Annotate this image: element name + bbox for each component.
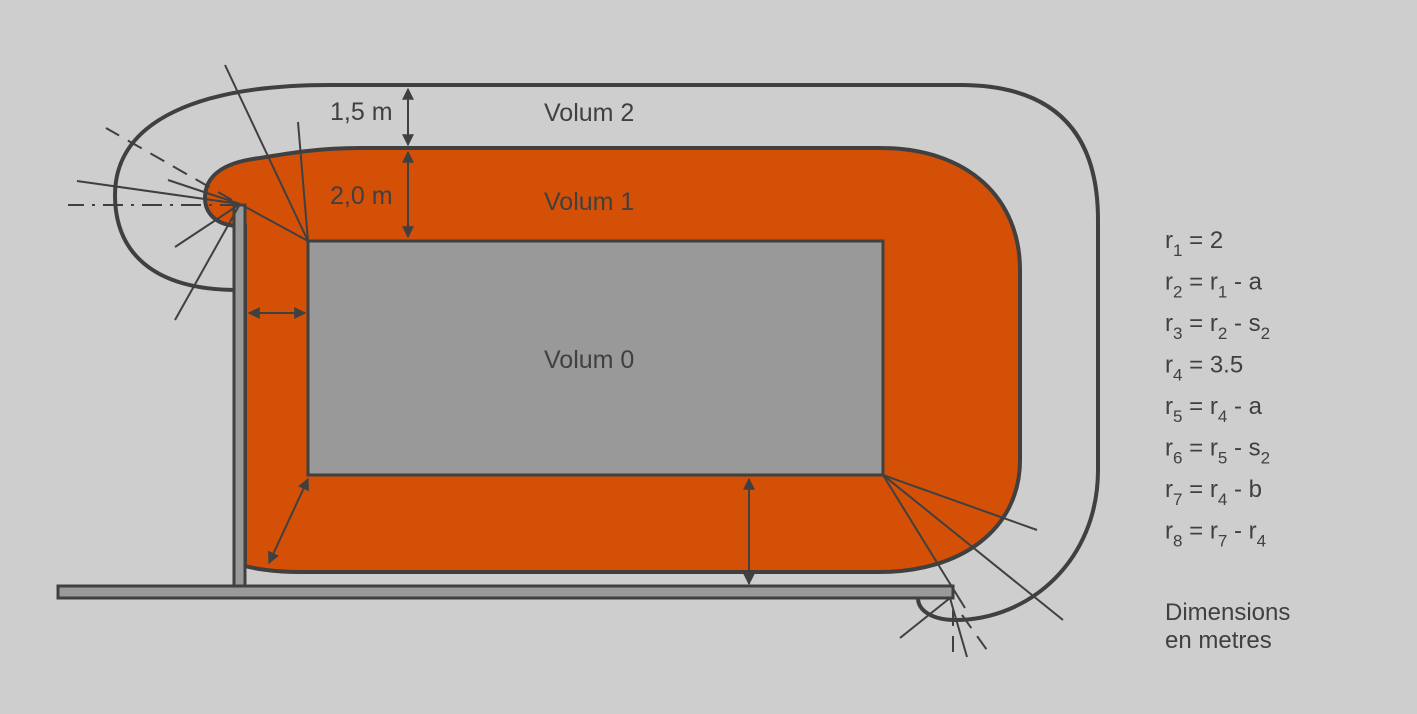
formula-text: - r <box>1227 518 1256 545</box>
formula-subscript: 6 <box>1173 449 1182 468</box>
formula-text: = r <box>1182 435 1217 462</box>
legend-formula-r7: r7​ = r4​ - b <box>1165 476 1262 509</box>
legend-formula-r1: r1​ = 2 <box>1165 227 1223 260</box>
dimension-label-2-0m: 2,0 m <box>330 182 393 210</box>
radius-legend: r1​ = 2r2​ = r1​ - ar3​ = r2​ - s2​r4​ =… <box>1165 227 1270 551</box>
formula-text: = 3.5 <box>1182 352 1243 379</box>
formula-text: = r <box>1182 518 1217 545</box>
formula-subscript: 2 <box>1173 283 1182 302</box>
formula-subscript: 5 <box>1218 449 1227 468</box>
formula-subscript: 2 <box>1261 449 1270 468</box>
formula-subscript: 4 <box>1257 532 1266 551</box>
legend-formula-r6: r6​ = r5​ - s2​ <box>1165 435 1270 468</box>
formula-subscript: 2 <box>1218 324 1227 343</box>
wall <box>232 203 247 590</box>
formula-text: = r <box>1182 269 1217 296</box>
formula-text: r <box>1165 352 1173 379</box>
formula-text: - s <box>1227 435 1260 462</box>
formula-subscript: 8 <box>1173 532 1182 551</box>
formula-text: = r <box>1182 476 1217 503</box>
formula-subscript: 3 <box>1173 324 1182 343</box>
formula-text: r <box>1165 269 1173 296</box>
formula-text: - b <box>1227 476 1262 503</box>
legend-formula-r2: r2​ = r1​ - a <box>1165 269 1263 302</box>
formula-subscript: 5 <box>1173 407 1182 426</box>
volum1-label: Volum 1 <box>544 188 634 216</box>
formula-subscript: 7 <box>1173 490 1182 509</box>
legend-formula-r3: r3​ = r2​ - s2​ <box>1165 310 1270 343</box>
formula-text: r <box>1165 435 1173 462</box>
formula-text: r <box>1165 393 1173 420</box>
legend-formula-r4: r4​ = 3.5 <box>1165 352 1243 385</box>
dimension-arrows <box>247 87 755 586</box>
volum2-label: Volum 2 <box>544 99 634 127</box>
units-note-line2: en metres <box>1165 627 1272 654</box>
volum0-area <box>306 239 885 477</box>
units-note-line1: Dimensions <box>1165 599 1290 626</box>
legend-formula-r5: r5​ = r4​ - a <box>1165 393 1263 426</box>
volum0-label: Volum 0 <box>544 346 634 374</box>
formula-text: - a <box>1227 393 1262 420</box>
dimension-label-1-5m: 1,5 m <box>330 98 393 126</box>
formula-text: - s <box>1227 310 1260 337</box>
formula-subscript: 4 <box>1218 490 1227 509</box>
formula-subscript: 4 <box>1218 407 1227 426</box>
formula-text: = r <box>1182 393 1217 420</box>
volum2-outline <box>112 83 1100 623</box>
formula-subscript: 1 <box>1173 241 1182 260</box>
formula-text: = r <box>1182 310 1217 337</box>
formula-subscript: 4 <box>1173 366 1182 385</box>
formula-text: - a <box>1227 269 1262 296</box>
legend-formula-r8: r8​ = r7​ - r4​ <box>1165 518 1266 551</box>
formula-text: = 2 <box>1182 227 1223 254</box>
formula-text: r <box>1165 227 1173 254</box>
formula-subscript: 2 <box>1261 324 1270 343</box>
formula-subscript: 1 <box>1218 283 1227 302</box>
formula-subscript: 7 <box>1218 532 1227 551</box>
formula-text: r <box>1165 518 1173 545</box>
floor <box>56 584 955 600</box>
formula-text: r <box>1165 310 1173 337</box>
radius-lines <box>68 64 1064 658</box>
formula-text: r <box>1165 476 1173 503</box>
